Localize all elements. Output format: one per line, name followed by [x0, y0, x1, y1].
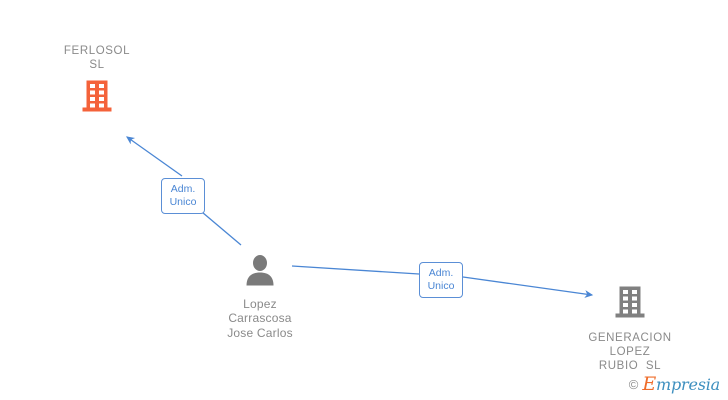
watermark-empresia: © Empresia: [629, 375, 720, 394]
node-label-ferlosol: FERLOSOL SL: [63, 45, 131, 72]
node-company-ferlosol[interactable]: FERLOSOL SL: [42, 44, 152, 120]
building-icon: [575, 284, 685, 326]
node-person-lopez-carrascosa[interactable]: Lopez Carrascosa Jose Carlos: [205, 254, 315, 340]
node-label-person: Lopez Carrascosa Jose Carlos: [227, 296, 293, 340]
node-label-generacion: GENERACION LOPEZ RUBIO SL: [588, 331, 672, 372]
copyright-icon: ©: [628, 377, 639, 392]
brand-logo-text: Empresia: [642, 375, 720, 394]
brand-rest: mpresia: [656, 375, 720, 394]
edge-label-adm-unico-generacion[interactable]: Adm. Unico: [419, 262, 463, 298]
building-icon: [42, 78, 152, 120]
brand-initial: E: [642, 373, 656, 395]
edge-label-adm-unico-ferlosol[interactable]: Adm. Unico: [161, 178, 205, 214]
node-company-generacion-lopez-rubio[interactable]: GENERACION LOPEZ RUBIO SL: [575, 284, 685, 373]
person-icon: [205, 254, 315, 292]
